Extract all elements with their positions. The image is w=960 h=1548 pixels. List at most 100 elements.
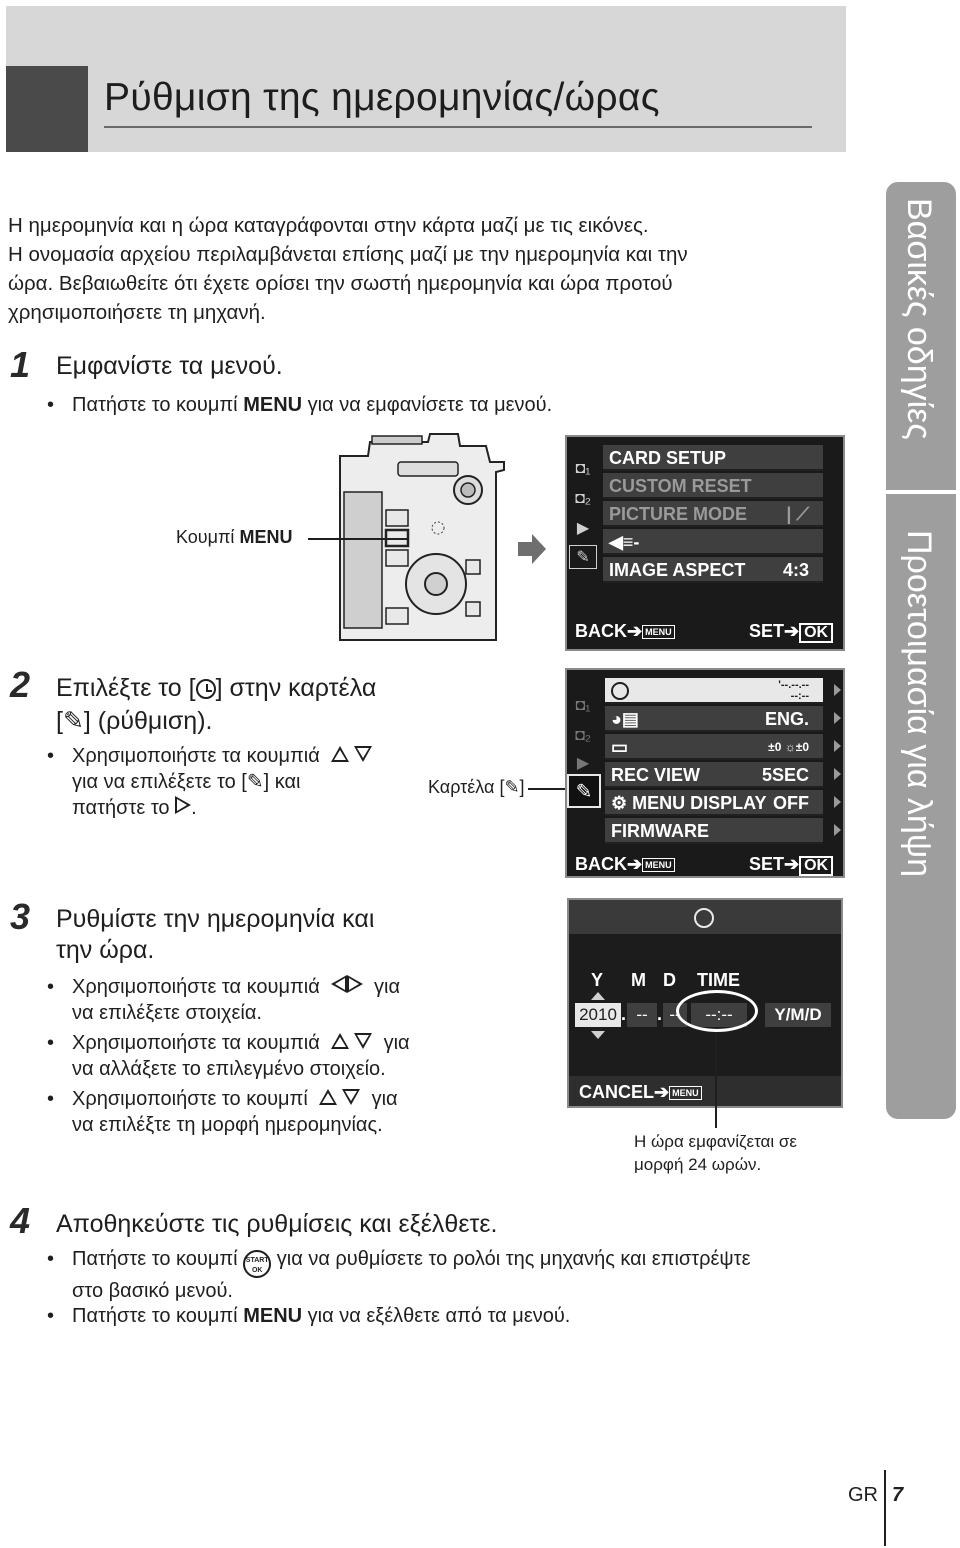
back-hint: BACK➔MENU xyxy=(575,854,675,875)
value-down-arrow-icon xyxy=(591,1031,605,1039)
chevron-right-icon xyxy=(834,684,841,696)
menu-item-card-setup[interactable]: CARD SETUP xyxy=(603,445,823,471)
setup-tab-icon[interactable]: ✎ xyxy=(567,774,601,808)
set-hint: SET➔OK xyxy=(749,854,834,876)
next-arrow-icon xyxy=(518,534,546,569)
step-3-number: 3 xyxy=(10,896,31,937)
step-2-bullet: • Χρησιμοποιήστε τα κουμπιά για να επιλέ… xyxy=(47,743,412,821)
menu-item-custom-reset[interactable]: CUSTOM RESET xyxy=(603,473,823,499)
chevron-right-icon xyxy=(834,824,841,836)
setup-menu-icon: ✎ xyxy=(569,545,597,569)
step-3-bullet-1: • Χρησιμοποιήστε τα κουμπιά για να επιλέ… xyxy=(47,975,401,1024)
year-field[interactable]: 2010 xyxy=(575,1003,621,1027)
clock-icon xyxy=(611,682,629,700)
footer-divider xyxy=(884,1470,886,1546)
menu-button-callout: Κουμπί MENU xyxy=(176,527,293,547)
footer-language: GR xyxy=(848,1484,878,1506)
menu-item-rec-view[interactable]: REC VIEW 5SEC xyxy=(605,762,823,788)
date-format-field[interactable]: Y/M/D xyxy=(765,1003,831,1027)
menu-item-menu-display[interactable]: ⚙ MENU DISPLAY OFF xyxy=(605,790,823,816)
screen-bottom-bar xyxy=(569,1076,841,1106)
gear-icon: ⚙ xyxy=(611,793,628,813)
chevron-right-icon xyxy=(834,740,841,752)
menu-item-language[interactable]: ◕▤ ENG. xyxy=(605,706,823,732)
intro-line: Η ημερομηνία και η ώρα καταγράφονται στη… xyxy=(8,214,649,237)
chevron-right-icon xyxy=(834,768,841,780)
bullet-dot: • xyxy=(47,394,55,416)
column-time-label: TIME xyxy=(697,970,740,990)
playback-menu-icon: ▶ xyxy=(576,755,590,772)
up-arrow-icon xyxy=(330,1033,349,1049)
menu-item-monitor-adjust[interactable]: ▭ ±0 ☼±0 xyxy=(605,734,823,760)
clock-icon xyxy=(195,679,216,699)
step-4-number: 4 xyxy=(10,1200,31,1241)
page-title: Ρύθμιση της ημερομηνίας/ώρας xyxy=(104,76,660,119)
down-arrow-icon xyxy=(354,1033,373,1049)
page-number: 7 xyxy=(892,1484,904,1506)
picture-mode-icon: | ⟋ xyxy=(786,504,809,524)
shooting-menu-2-icon: ◘₂ xyxy=(575,490,591,507)
bullet-dot: • xyxy=(47,1248,55,1270)
step-4-bullet-2: • Πατήστε το κουμπί MENU για να εξέλθετε… xyxy=(47,1305,571,1327)
date-separator: . xyxy=(621,1004,627,1024)
set-hint: SET➔OK xyxy=(749,621,834,643)
monitor-icon: ▭ xyxy=(611,737,629,757)
camera-illustration xyxy=(338,432,508,642)
menu-item-firmware[interactable]: FIRMWARE xyxy=(605,818,823,844)
title-underline xyxy=(104,126,812,128)
menu-key-label: MENU xyxy=(243,1305,303,1327)
step-1-title: Εμφανίστε τα μενού. xyxy=(56,352,283,380)
step-2-number: 2 xyxy=(10,664,31,705)
side-chapter-tab xyxy=(886,182,956,1119)
right-arrow-icon xyxy=(346,975,363,993)
time-format-callout: Η ώρα εμφανίζεται σε μορφή 24 ωρών. xyxy=(634,1132,797,1174)
value-up-arrow-icon xyxy=(591,992,605,1000)
column-month-label: M xyxy=(631,970,646,990)
chevron-right-icon xyxy=(834,796,841,808)
shooting-menu-2-icon: ◘₂ xyxy=(575,727,591,744)
shooting-menu-1-icon: ◘₁ xyxy=(575,697,591,714)
image-quality-icon: ◀≡- xyxy=(609,532,640,552)
right-arrow-icon xyxy=(175,796,192,814)
time-highlight-ellipse xyxy=(676,990,758,1032)
chevron-right-icon xyxy=(834,712,841,724)
callout-leader-line xyxy=(308,538,408,540)
intro-line: ώρα. Βεβαιωθείτε ότι έχετε ορίσει την σω… xyxy=(8,272,673,295)
header-tab-block xyxy=(6,66,88,152)
intro-line: Η ονομασία αρχείου περιλαμβάνεται επίσης… xyxy=(8,243,688,266)
step-1-bullet: • Πατήστε το κουμπί MENU για να εμφανίσε… xyxy=(47,394,553,416)
step-3-title: Ρυθμίστε την ημερομηνία και την ώρα. xyxy=(56,905,375,964)
camera-menu-screen-1: ◘₁ ◘₂ ▶ ✎ CARD SETUP CUSTOM RESET PICTUR… xyxy=(565,435,845,651)
menu-item-picture-mode[interactable]: PICTURE MODE | ⟋ xyxy=(603,501,823,527)
date-separator: . xyxy=(657,1004,663,1024)
callout-leader-line xyxy=(528,788,566,790)
bullet-dot: • xyxy=(47,1088,55,1110)
menu-item-date-time[interactable]: '--.--.----:-- xyxy=(605,678,823,704)
menu-item-image-quality[interactable]: ◀≡- xyxy=(603,529,823,555)
left-arrow-icon xyxy=(330,975,347,993)
step-2-title-line2: [✎] (ρύθμιση). xyxy=(56,707,213,735)
down-arrow-icon xyxy=(354,746,373,762)
back-hint: BACK➔MENU xyxy=(575,621,675,642)
side-tab-primary: Βασικές οδηγίες xyxy=(900,198,938,440)
up-arrow-icon xyxy=(330,746,349,762)
bullet-dot: • xyxy=(47,1305,55,1327)
intro-line: χρησιμοποιήσετε τη μηχανή. xyxy=(8,301,266,324)
shooting-menu-1-icon: ◘₁ xyxy=(575,460,591,477)
playback-menu-icon: ▶ xyxy=(576,520,590,537)
column-year-label: Y xyxy=(591,970,604,990)
camera-date-time-screen: Y M D TIME 2010 . -- . -- --:-- Y/M/D CA… xyxy=(567,898,843,1108)
down-arrow-icon xyxy=(342,1089,361,1105)
side-tab-divider xyxy=(886,490,956,494)
intro-paragraph: Η ημερομηνία και η ώρα καταγράφονται στη… xyxy=(8,211,808,327)
callout-leader-line xyxy=(715,1032,717,1128)
side-tab-secondary: Προετοιμασία για λήψη xyxy=(900,530,938,877)
menu-item-image-aspect[interactable]: IMAGE ASPECT 4:3 xyxy=(603,557,823,583)
clock-icon xyxy=(694,908,714,928)
setup-tab-callout: Καρτέλα [✎] xyxy=(428,777,525,797)
language-icon: ◕▤ xyxy=(611,709,639,729)
bullet-dot: • xyxy=(47,976,55,998)
month-field[interactable]: -- xyxy=(627,1003,657,1027)
